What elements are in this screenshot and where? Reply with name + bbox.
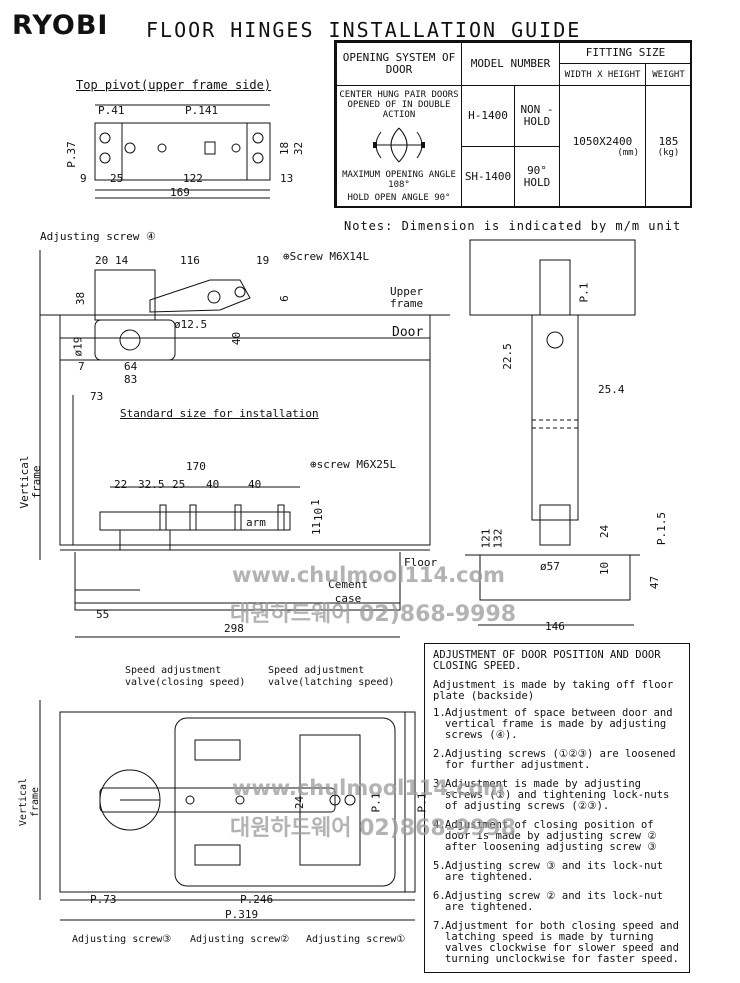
screw-m6x14l-label: ⊕Screw M6X14L xyxy=(283,250,370,263)
dim-p37: P.37 xyxy=(64,141,78,168)
dim-11: 11 xyxy=(310,521,324,536)
adjusting-screw-3-label: Adjusting screw③ xyxy=(72,934,172,945)
adjustment-step: 4.Adjustment of closing position of door… xyxy=(433,819,657,853)
weight-unit: (kg) xyxy=(657,147,680,158)
dim-p73: P.73 xyxy=(90,893,117,906)
weight-cell: 185 (kg) xyxy=(645,85,692,208)
dim-p319: P.319 xyxy=(225,908,259,921)
dim-24: 24 xyxy=(598,524,612,539)
dim-170: 170 xyxy=(186,460,206,473)
dim-32: 32 xyxy=(292,141,306,156)
type-hold: 90° HOLD xyxy=(514,146,560,208)
dim-18: 18 xyxy=(278,141,292,156)
adjusting-screw-2-label: Adjusting screw② xyxy=(190,934,290,945)
speed-latching-label: Speed adjustment valve(latching speed) xyxy=(268,665,395,688)
dim-22: 22 xyxy=(114,478,128,491)
dim-10: 10 xyxy=(312,507,326,522)
size-unit: (mm) xyxy=(617,147,639,158)
dim-10-section: 10 xyxy=(598,561,612,576)
top-pivot-plate xyxy=(94,122,271,181)
dim-13: 13 xyxy=(280,172,294,185)
door-outline xyxy=(59,314,431,546)
dim-22-5: 22.5 xyxy=(500,343,514,370)
adjustment-heading: ADJUSTMENT OF DOOR POSITION AND DOOR CLO… xyxy=(433,649,661,672)
dim-14: 14 xyxy=(115,254,129,267)
dim-d12-5: ø12.5 xyxy=(174,318,208,331)
dim-25b: 25 xyxy=(172,478,186,491)
dim-146: 146 xyxy=(545,620,565,633)
arm-label: arm xyxy=(246,516,266,529)
adjustment-instructions: ADJUSTMENT OF DOOR POSITION AND DOOR CLO… xyxy=(424,643,690,973)
top-pivot-title: Top pivot(upper frame side) xyxy=(76,78,272,92)
standard-size-label: Standard size for installation xyxy=(120,407,319,420)
hold-angle: HOLD OPEN ANGLE 90° xyxy=(347,193,451,203)
dim-32-5: 32.5 xyxy=(138,478,165,491)
speed-closing-label: Speed adjustment valve(closing speed) xyxy=(125,665,246,688)
dim-47: 47 xyxy=(648,575,662,590)
adjustment-step: 3.Adjustment is made by adjusting screws… xyxy=(433,778,670,812)
max-angle: MAXIMUM OPENING ANGLE 108° xyxy=(342,170,456,190)
adjusting-screw-1-label: Adjusting screw① xyxy=(306,934,406,945)
dim-p1-top: P.1 xyxy=(577,282,591,303)
dim-p1-5: P.1.5 xyxy=(655,511,669,546)
dim-40b: 40 xyxy=(206,478,220,491)
dim-d57: ø57 xyxy=(540,560,560,573)
dim-1: 1 xyxy=(308,499,322,506)
dim-9: 9 xyxy=(80,172,87,185)
dim-p141: P.141 xyxy=(185,104,219,117)
dim-40: 40 xyxy=(230,331,244,346)
dim-p41: P.41 xyxy=(98,104,125,117)
dim-38: 38 xyxy=(74,291,88,306)
dim-25: 25 xyxy=(110,172,124,185)
plan-frame xyxy=(59,711,416,893)
dim-73: 73 xyxy=(90,390,104,403)
watermark-url-2: www.chulmool114.com xyxy=(232,776,505,800)
brand-logo: RYOBI xyxy=(12,10,109,41)
weight-value: 185 xyxy=(658,134,679,148)
dim-25-4: 25.4 xyxy=(598,383,625,396)
dim-6: 6 xyxy=(277,295,291,302)
watermark-phone: 대원하드웨어 02)868-9998 xyxy=(230,602,517,627)
page-title: FLOOR HINGES INSTALLATION GUIDE xyxy=(146,18,582,42)
dim-40c: 40 xyxy=(248,478,262,491)
adjustment-step: 7.Adjustment for both closing speed and … xyxy=(433,920,679,965)
watermark-phone-2: 대원하드웨어 02)868-9998 xyxy=(230,816,517,841)
dim-19: 19 xyxy=(256,254,270,267)
dim-20: 20 xyxy=(95,254,109,267)
adjustment-step: 6.Adjusting screw ② and its lock-nut are… xyxy=(433,890,664,913)
adjustment-intro: Adjustment is made by taking off floor p… xyxy=(433,679,674,702)
vertical-frame-label-side: Vertical frame xyxy=(18,455,43,509)
double-door-icon xyxy=(373,127,425,163)
adjustment-step: 1.Adjustment of space between door and v… xyxy=(433,707,673,741)
dim-7: 7 xyxy=(78,360,85,373)
opening-desc: CENTER HUNG PAIR DOORS OPENED OF IN DOUB… xyxy=(339,90,459,120)
adjusting-screw-4-label: Adjusting screw ④ xyxy=(40,230,156,243)
door-label: Door xyxy=(392,325,424,340)
notes: Notes: Dimension is indicated by m/m uni… xyxy=(344,219,682,233)
adjustment-step: 5.Adjusting screw ③ and its lock-nut are… xyxy=(433,860,664,883)
dim-64: 64 xyxy=(124,360,138,373)
header-opening-system: OPENING SYSTEM OF DOOR xyxy=(336,42,462,86)
dim-169: 169 xyxy=(170,186,190,199)
spec-table: OPENING SYSTEM OF DOOR MODEL NUMBER FITT… xyxy=(334,40,692,208)
dim-d19: ø19 xyxy=(71,336,85,357)
type-nonhold: NON -HOLD xyxy=(514,85,560,147)
floor-label: Floor xyxy=(404,556,438,569)
vertical-frame-label-plan: Vertical frame xyxy=(18,777,41,827)
watermark-url: www.chulmool114.com xyxy=(232,563,505,587)
size-value: 1050X2400 xyxy=(572,134,633,148)
dim-132: 132 xyxy=(491,528,505,549)
dim-55: 55 xyxy=(96,608,110,621)
dim-116: 116 xyxy=(180,254,200,267)
adjustment-step: 2.Adjusting screws (①②③) are loosened fo… xyxy=(433,748,676,771)
cement-case-label: Cement case xyxy=(328,578,368,605)
dim-122: 122 xyxy=(183,172,203,185)
dim-p246: P.246 xyxy=(240,893,274,906)
upper-frame-label: Upper frame xyxy=(390,285,424,310)
dim-298: 298 xyxy=(224,622,244,635)
dim-83: 83 xyxy=(124,373,138,386)
screw-m6x25l-label: ⊕screw M6X25L xyxy=(310,458,397,471)
